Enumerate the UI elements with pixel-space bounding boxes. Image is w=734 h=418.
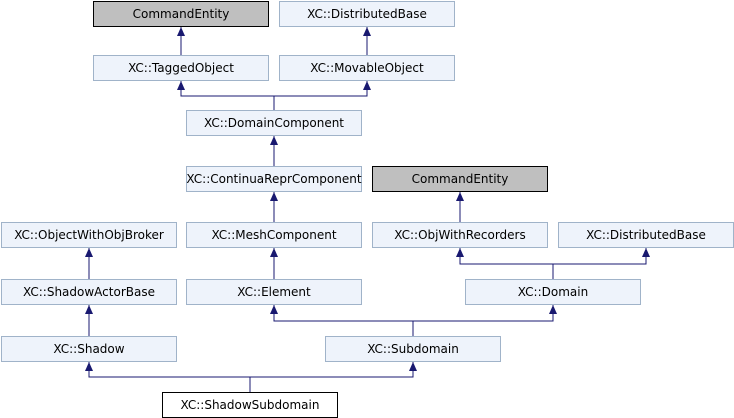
class-node-commandentity[interactable]: CommandEntity [372, 166, 548, 192]
class-node-domain[interactable]: XC::Domain [465, 279, 641, 305]
class-node-objwithrecorders[interactable]: XC::ObjWithRecorders [372, 222, 548, 248]
inheritance-arrow [270, 305, 414, 336]
inheritance-arrow [412, 305, 557, 336]
inheritance-arrow [456, 248, 554, 279]
inheritance-arrow [249, 362, 417, 392]
inheritance-arrow [177, 81, 275, 110]
class-node-shadowsubdomain[interactable]: XC::ShadowSubdomain [162, 392, 338, 418]
class-node-domaincomponent[interactable]: XC::DomainComponent [186, 110, 362, 136]
class-node-shadow[interactable]: XC::Shadow [1, 336, 177, 362]
class-node-distributedbase[interactable]: XC::DistributedBase [279, 1, 455, 27]
class-node-taggedobject[interactable]: XC::TaggedObject [93, 55, 269, 81]
inheritance-arrow [273, 81, 371, 110]
class-node-distributedbase[interactable]: XC::DistributedBase [558, 222, 734, 248]
class-node-meshcomponent[interactable]: XC::MeshComponent [186, 222, 362, 248]
class-node-objectwithobjbroker[interactable]: XC::ObjectWithObjBroker [1, 222, 177, 248]
class-node-movableobject[interactable]: XC::MovableObject [279, 55, 455, 81]
class-node-commandentity[interactable]: CommandEntity [93, 1, 269, 27]
class-node-subdomain[interactable]: XC::Subdomain [325, 336, 501, 362]
inheritance-arrow [552, 248, 650, 279]
class-node-continuareprcomponent[interactable]: XC::ContinuaReprComponent [186, 166, 362, 192]
inheritance-arrow [85, 362, 251, 392]
class-node-element[interactable]: XC::Element [186, 279, 362, 305]
class-node-shadowactorbase[interactable]: XC::ShadowActorBase [1, 279, 177, 305]
